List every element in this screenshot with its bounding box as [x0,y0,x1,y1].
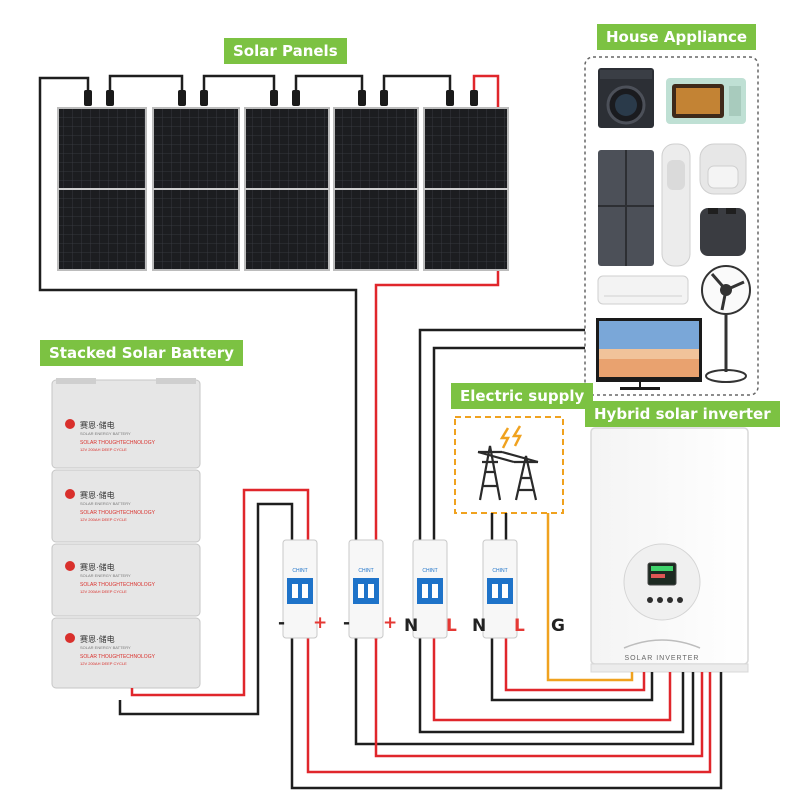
battery-brand-text-3: 赛恩·储电 [80,562,115,572]
house-appliance-label: House Appliance [597,24,757,50]
solar-panel-array [38,74,509,640]
battery-unit-2 [51,469,201,543]
stacked-battery-label: Stacked Solar Battery [40,340,243,366]
hybrid-inverter-label: Hybrid solar inverter [585,401,780,427]
circuit-breaker-4 [482,539,518,639]
terminal-label-5: N [404,616,419,636]
battery-logo-icon [65,489,75,499]
battery-brand-text-2: 赛恩·储电 [80,490,115,500]
battery-unit-4 [51,617,201,689]
breaker-brand-text-3: CHINT [422,568,437,574]
terminal-label-6: L [446,616,457,636]
battery-unit-3 [51,543,201,617]
battery-brand-subtext-4: SOLAR ENERGY BATTERY [80,645,131,650]
television-icon [596,318,702,390]
breaker-brand-text-4: CHINT [492,568,507,574]
battery-spec-text-1: 12V 200AH DEEP CYCLE [80,447,127,452]
battery-logo-icon [65,561,75,571]
toaster-icon [700,208,746,256]
inverter-label: SOLAR INVERTER [625,655,700,662]
battery-spec-text-4: 12V 200AH DEEP CYCLE [80,661,127,666]
air-fryer-icon [699,143,747,195]
battery-spec-text-3: 12V 200AH DEEP CYCLE [80,589,127,594]
battery-logo-icon [65,633,75,643]
circuit-breaker-3 [412,539,448,639]
refrigerator-icon [598,150,654,266]
breaker-brand-text-1: CHINT [292,568,307,574]
oven-icon [666,78,746,124]
washing-machine-icon [598,68,654,128]
terminal-label-8: L [514,616,525,636]
breaker-brand-text-2: CHINT [358,568,373,574]
battery-spec-text-2: 12V 200AH DEEP CYCLE [80,517,127,522]
electric-supply-group [454,416,564,514]
hybrid-inverter: SOLAR INVERTER [590,427,749,673]
solar-panels-label: Solar Panels [224,38,347,64]
battery-brand-subtext-3: SOLAR ENERGY BATTERY [80,573,131,578]
standing-fan-icon [701,265,751,383]
terminal-label-2: + [313,613,328,633]
power-tower-icon [477,445,539,501]
terminal-label-9: G [551,616,565,636]
appliance-frame [584,56,759,396]
lightning-icon [499,425,523,449]
inverter-buttons [647,597,683,603]
terminal-label-7: N [472,616,487,636]
tower-air-conditioner-icon [661,143,691,267]
electric-supply-label: Electric supply [451,383,594,409]
battery-model-text-1: SOLAR THOUGHTECHNOLOGY [80,440,156,446]
system-wiring [118,328,723,790]
terminal-label-3: - [343,613,351,633]
battery-model-text-4: SOLAR THOUGHTECHNOLOGY [80,654,156,660]
house-appliance-group [584,56,759,396]
battery-model-text-3: SOLAR THOUGHTECHNOLOGY [80,582,156,588]
split-air-conditioner-icon [597,275,689,305]
terminal-label-4: + [383,613,398,633]
battery-logo-icon [65,419,75,429]
panel-connectors [84,90,478,106]
battery-brand-subtext-1: SOLAR ENERGY BATTERY [80,431,131,436]
battery-brand-text-1: 赛恩·储电 [80,420,115,430]
battery-brand-text-4: 赛恩·储电 [80,634,115,644]
circuit-breaker-2 [348,539,384,639]
circuit-breaker-1 [282,539,318,639]
grid-supply-frame [454,416,564,514]
terminal-label-1: - [278,613,286,633]
battery-model-text-2: SOLAR THOUGHTECHNOLOGY [80,510,156,516]
battery-unit-1 [51,378,201,469]
battery-brand-subtext-2: SOLAR ENERGY BATTERY [80,501,131,506]
